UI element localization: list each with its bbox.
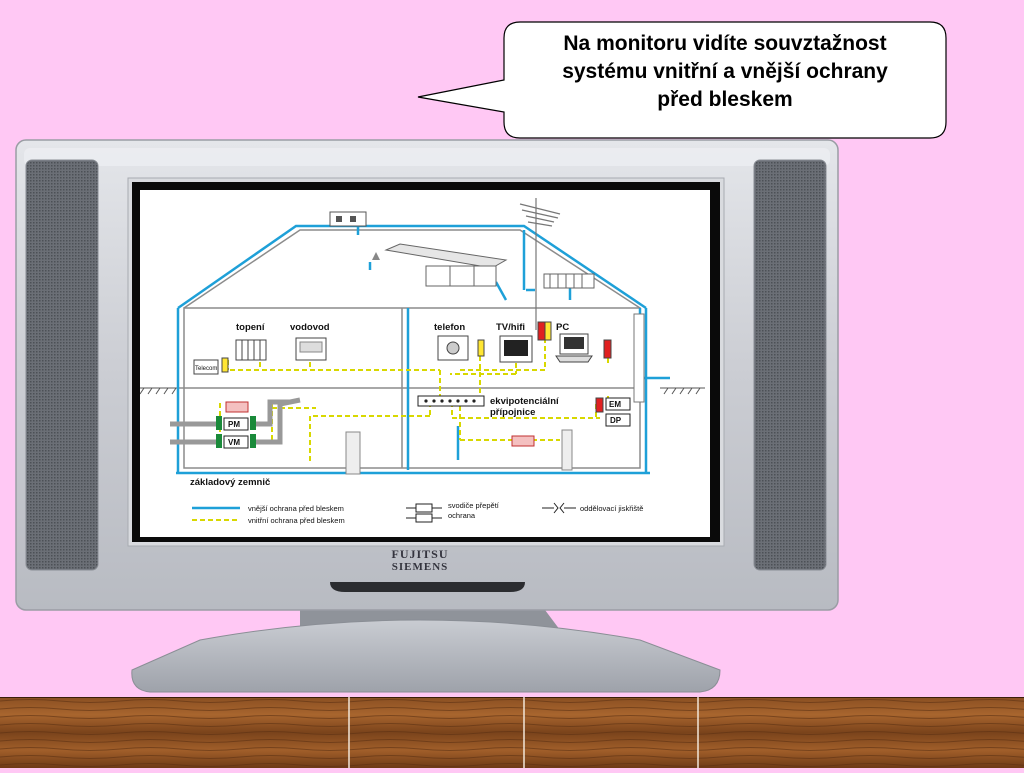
spark-gap-icon [225, 401, 249, 413]
monitor-screen: topení vodovod telefon TV/hifi PC Teleco… [139, 190, 710, 537]
monitor: topení vodovod telefon TV/hifi PC Teleco… [15, 139, 839, 693]
brand-line-2: SIEMENS [391, 561, 449, 573]
callout-line: systému vnitřní a vnější ochrany [562, 60, 888, 83]
label-phone: telefon [434, 322, 465, 333]
speaker-left [25, 159, 99, 571]
wooden-shelf [0, 697, 1024, 768]
distribution-box [605, 413, 631, 427]
legend-gap-label: oddělovací jiskřiště [580, 504, 643, 513]
label-telecom: Telecom [195, 366, 217, 372]
roof-vent-icon [372, 252, 380, 260]
surge-protector-icon [477, 339, 485, 357]
label-water: vodovod [290, 322, 330, 333]
surge-protector-icon [544, 321, 552, 341]
surge-protector-icon [595, 397, 604, 413]
label-equipotential-1: ekvipotenciální [490, 396, 559, 407]
gas-meter-box [223, 417, 249, 431]
callout-shape [417, 21, 947, 139]
label-tv: TV/hifi [496, 322, 525, 333]
brand-line-1: FUJITSU [391, 547, 449, 561]
surge-protector-icon [221, 357, 229, 373]
callout-bubble: Na monitoru vidíte souvztažnost systému … [0, 0, 1024, 150]
building-outline [183, 229, 641, 469]
monitor-slot [330, 582, 525, 592]
ac-unit-icon [543, 273, 595, 289]
solar-panel-icon [384, 243, 508, 269]
pipe-icon [345, 431, 361, 475]
radiator-icon [235, 339, 267, 361]
callout-line: před bleskem [657, 88, 793, 111]
callout-text: Na monitoru vidíte souvztažnost systému … [510, 30, 940, 114]
legend-internal-label: vnitřní ochrana před bleskem [248, 516, 345, 525]
downpipe-icon [633, 313, 645, 403]
legend-surge-icon [406, 503, 442, 523]
telecom-box-icon [193, 359, 219, 375]
wood-texture [0, 697, 1024, 768]
lightning-protection-diagram: topení vodovod telefon TV/hifi PC Teleco… [139, 198, 705, 525]
label-ground: základový zemnič [190, 477, 270, 488]
label-heating: topení [236, 322, 265, 333]
legend-surge-label-1: svodiče přepětí [448, 501, 500, 510]
tv-antenna-icon [519, 198, 561, 330]
legend-gap-icon [542, 502, 576, 514]
label-pc: PC [556, 322, 569, 333]
label-vm: VM [228, 438, 240, 447]
stand-base [131, 619, 721, 693]
diagram-legend: vnější ochrana před bleskem vnitřní ochr… [192, 501, 643, 525]
brand-logo: FUJITSU SIEMENS [360, 548, 480, 574]
callout-line: Na monitoru vidíte souvztažnost [563, 32, 887, 55]
label-pm: PM [228, 420, 240, 429]
surge-protector-icon [603, 339, 612, 359]
spark-gap-icon [511, 435, 535, 447]
label-equipotential-2: přípojnice [490, 407, 535, 418]
pipe-icon [561, 429, 573, 471]
chimney-icon [329, 211, 367, 227]
surge-protector-icon [537, 321, 546, 341]
electric-meter-box [605, 397, 631, 411]
label-dp: DP [610, 416, 622, 425]
label-em: EM [609, 400, 621, 409]
legend-surge-label-2: ochrana [448, 511, 476, 520]
speaker-right [753, 159, 827, 571]
legend-external-label: vnější ochrana před bleskem [248, 504, 344, 513]
water-meter-box [223, 435, 249, 449]
